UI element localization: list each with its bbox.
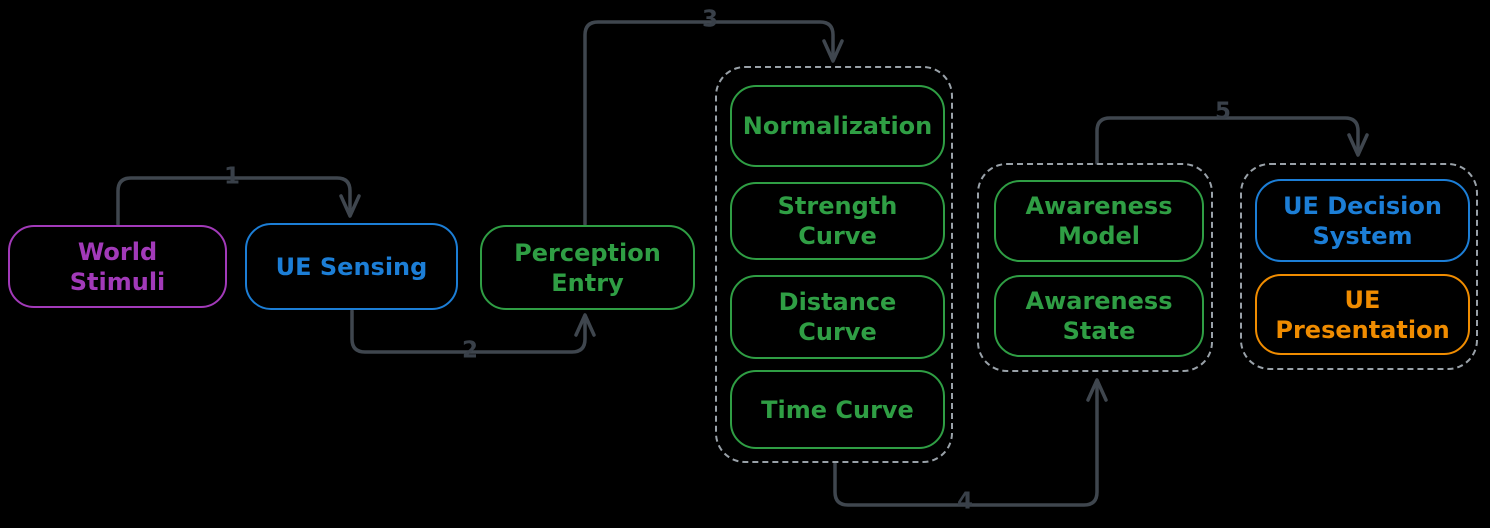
- arrow-5-head: [1347, 133, 1369, 157]
- node-awareness-state-label: Awareness State: [1025, 287, 1173, 345]
- arrow-4-head: [1086, 378, 1108, 402]
- node-perception-entry-label: Perception Entry: [514, 238, 661, 297]
- node-world-stimuli-label: World Stimuli: [69, 237, 166, 296]
- node-ue-presentation-label: UE Presentation: [1275, 285, 1450, 344]
- node-strength-curve-label: Strength Curve: [777, 192, 898, 250]
- node-time-curve: Time Curve: [730, 370, 945, 449]
- arrow-2-head: [574, 313, 596, 337]
- arrow-5-line: [1095, 116, 1360, 165]
- arrow-1-head: [339, 194, 361, 218]
- node-ue-presentation: UE Presentation: [1255, 274, 1470, 355]
- node-awareness-state: Awareness State: [994, 275, 1204, 357]
- node-world-stimuli: World Stimuli: [8, 225, 227, 308]
- arrow-1-label: 1: [223, 163, 241, 190]
- node-distance-curve: Distance Curve: [730, 275, 945, 359]
- arrow-4-label: 4: [956, 488, 974, 515]
- node-ue-decision-system-label: UE Decision System: [1283, 191, 1442, 250]
- node-distance-curve-label: Distance Curve: [778, 288, 897, 346]
- arrow-3-label: 3: [701, 6, 719, 33]
- ue-output-group: UE Decision System UE Presentation: [1240, 163, 1478, 370]
- node-ue-sensing: UE Sensing: [245, 223, 458, 310]
- node-awareness-model-label: Awareness Model: [1025, 192, 1173, 250]
- awareness-group: Awareness Model Awareness State: [977, 163, 1213, 372]
- node-normalization-label: Normalization: [742, 112, 933, 140]
- node-normalization: Normalization: [730, 85, 945, 167]
- arrow-2-line: [350, 309, 587, 354]
- arrow-3-line: [583, 20, 835, 226]
- node-strength-curve: Strength Curve: [730, 182, 945, 260]
- node-ue-decision-system: UE Decision System: [1255, 179, 1470, 262]
- arrow-5-label: 5: [1214, 98, 1232, 125]
- node-perception-entry: Perception Entry: [480, 225, 695, 310]
- node-time-curve-label: Time Curve: [761, 395, 914, 424]
- arrow-4-line: [833, 382, 1099, 507]
- perception-pipeline-group: Normalization Strength Curve Distance Cu…: [715, 66, 953, 463]
- arrow-1-line: [116, 176, 352, 226]
- node-ue-sensing-label: UE Sensing: [275, 252, 428, 281]
- arrow-2-label: 2: [461, 337, 479, 364]
- node-awareness-model: Awareness Model: [994, 180, 1204, 262]
- arrow-3-head: [822, 39, 844, 63]
